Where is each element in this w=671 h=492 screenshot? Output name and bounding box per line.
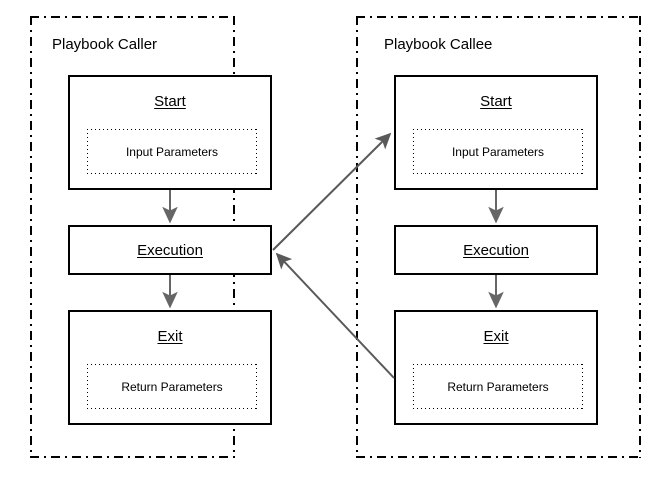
node-caller-exit-title: Exit (157, 328, 183, 345)
lane-title-callee: Playbook Callee (384, 36, 493, 53)
node-callee-execution-title: Execution (463, 242, 529, 259)
node-callee-start[interactable]: Start Input Parameters (394, 75, 598, 190)
node-caller-execution-title: Execution (137, 242, 203, 259)
node-caller-start[interactable]: Start Input Parameters (68, 75, 272, 190)
param-label-caller-input: Input Parameters (125, 144, 219, 159)
node-caller-start-title: Start (154, 93, 186, 110)
param-label-caller-return: Return Parameters (121, 379, 223, 394)
param-label-callee-return: Return Parameters (447, 379, 549, 394)
param-box-callee-return: Return Parameters (413, 364, 583, 409)
node-callee-exit[interactable]: Exit Return Parameters (394, 310, 598, 425)
node-callee-execution[interactable]: Execution (394, 225, 598, 275)
param-label-callee-input: Input Parameters (451, 144, 545, 159)
lane-title-caller: Playbook Caller (52, 36, 158, 53)
node-caller-execution[interactable]: Execution (68, 225, 272, 275)
param-box-caller-input: Input Parameters (87, 129, 257, 174)
param-box-caller-return: Return Parameters (87, 364, 257, 409)
node-callee-exit-title: Exit (483, 328, 509, 345)
node-callee-start-title: Start (480, 93, 512, 110)
node-caller-exit[interactable]: Exit Return Parameters (68, 310, 272, 425)
param-box-callee-input: Input Parameters (413, 129, 583, 174)
